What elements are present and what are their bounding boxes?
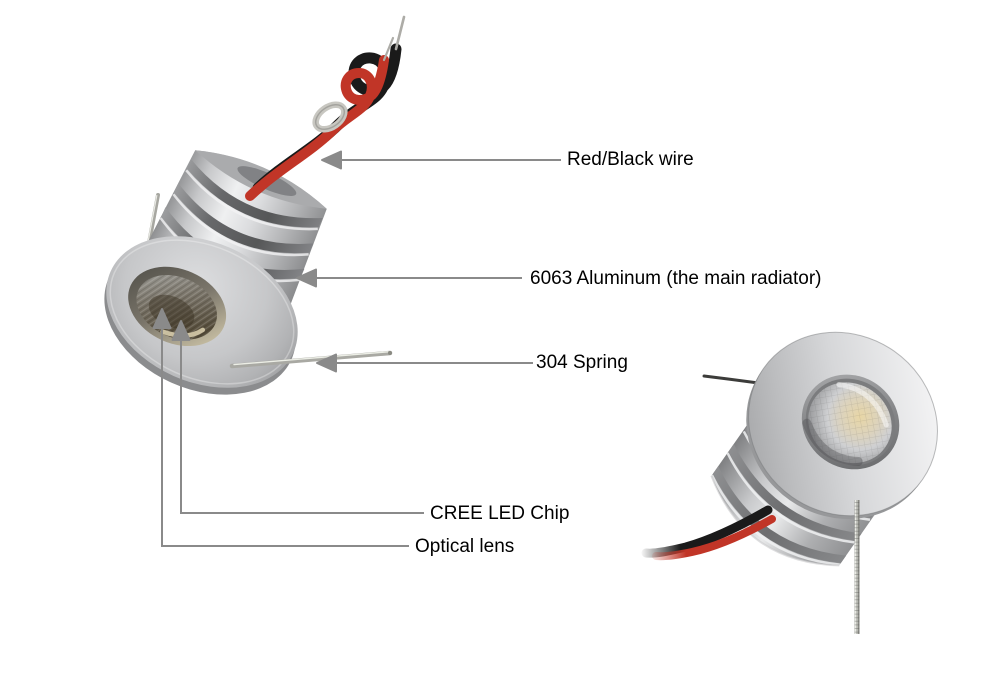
heatsink-groove [174, 183, 314, 254]
arrowhead-radiator [296, 268, 317, 288]
spring-pin-vertical [854, 500, 860, 634]
callout-aluminum-radiator: 6063 Aluminum (the main radiator) [530, 268, 822, 289]
arrowhead-wire [321, 150, 342, 170]
lens-lower-shadow [802, 418, 863, 467]
power-wire-red [652, 515, 776, 561]
leader-line-chip [180, 333, 424, 514]
wire-tie-shade [314, 103, 346, 131]
spring-pin-lower-right [229, 350, 393, 369]
fin-highlight [726, 452, 856, 544]
callout-cree-led-chip: CREE LED Chip [430, 503, 570, 524]
fin-highlight [710, 474, 840, 566]
lens-upper-glint [836, 382, 889, 428]
arrowhead-spring [316, 353, 337, 373]
arrowhead-lens [152, 308, 172, 329]
angled-lamp-flange [746, 331, 938, 519]
leader-line-lens [161, 321, 409, 547]
main-lamp-flange [104, 236, 298, 395]
power-wires [245, 15, 406, 201]
arrowhead-chip [171, 320, 191, 341]
body-bottom-edge [710, 475, 840, 567]
heatsink-groove [713, 466, 847, 563]
power-wire-red [245, 55, 389, 201]
callout-optical-lens: Optical lens [415, 536, 515, 557]
fin-highlight [172, 193, 309, 257]
wire-tie [312, 101, 348, 133]
angled-lamp-wires [641, 505, 776, 561]
fin-highlight [185, 169, 318, 231]
flange-ring-highlight [109, 239, 295, 385]
bare-wire-tip [394, 15, 406, 51]
callout-red-black-wire: Red/Black wire [567, 149, 694, 170]
flange-edge [748, 331, 938, 517]
spring-pin-upper-left [147, 193, 160, 245]
heatsink-groove [187, 159, 323, 228]
bare-wire-tip [382, 36, 395, 62]
leader-lines [152, 150, 561, 547]
callout-304-spring: 304 Spring [536, 352, 628, 373]
spring-pin-dark [702, 374, 768, 386]
heatsink-groove [728, 443, 862, 541]
pin-tip [388, 351, 392, 355]
